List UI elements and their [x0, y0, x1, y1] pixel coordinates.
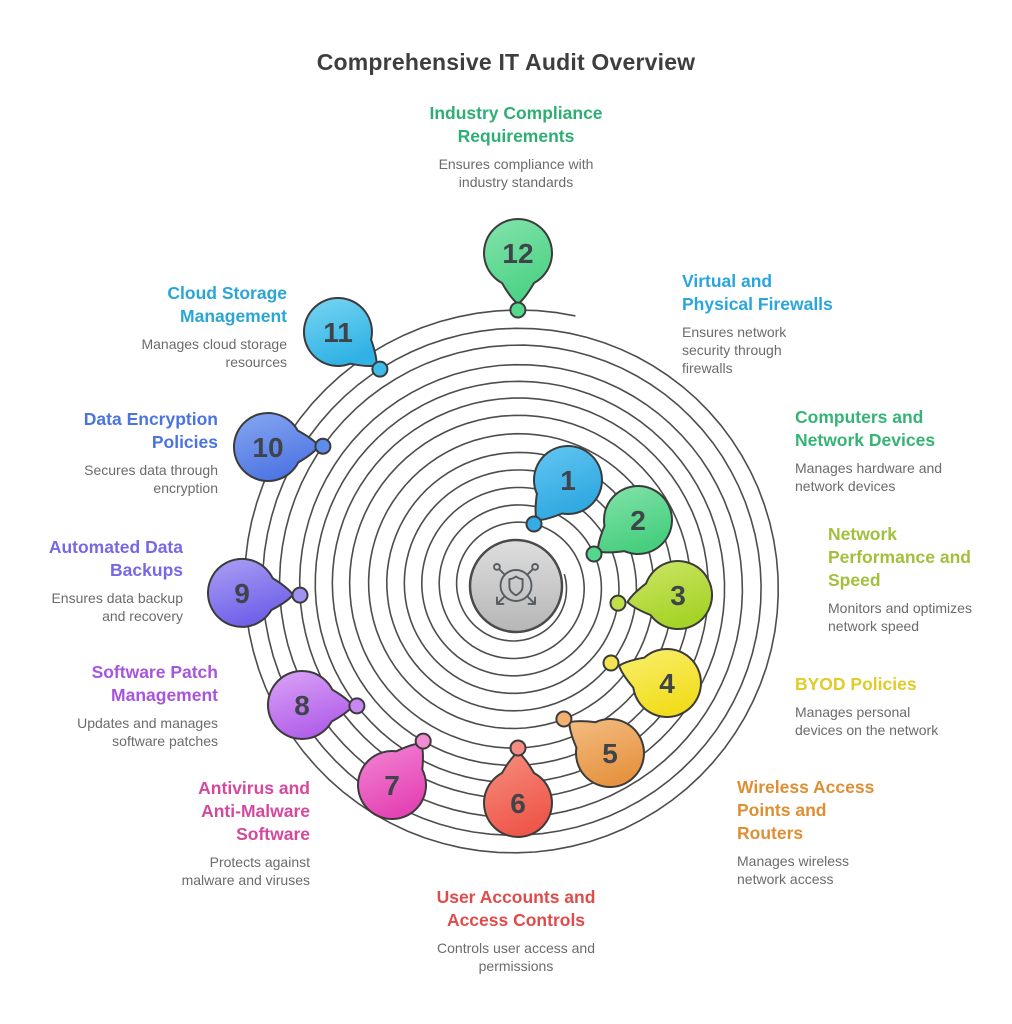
- bubble-number-6: 6: [510, 788, 526, 819]
- bubble-number-3: 3: [670, 580, 686, 611]
- label-title: Virtual and Physical Firewalls: [682, 271, 833, 314]
- network-security-shield-icon: [493, 563, 539, 605]
- dot-9: [291, 586, 309, 604]
- dot-4: [602, 654, 620, 672]
- label-description: Ensures data backup and recovery: [51, 590, 183, 624]
- label-data-encryption-policies: Data Encryption Policies Secures data th…: [13, 408, 218, 497]
- label-title: Network Performance and Speed: [828, 524, 971, 590]
- label-title: Automated Data Backups: [48, 537, 183, 580]
- label-automated-data-backups: Automated Data Backups Ensures data back…: [5, 536, 183, 625]
- label-title: Data Encryption Policies: [83, 409, 218, 452]
- dot-7: [414, 732, 432, 750]
- bubble-3: [626, 560, 714, 631]
- label-byod-policies: BYOD Policies Manages personal devices o…: [795, 673, 1010, 739]
- label-software-patch-management: Software Patch Management Updates and ma…: [13, 661, 218, 750]
- label-description: Manages cloud storage resources: [141, 336, 287, 370]
- label-description: Controls user access and permissions: [437, 940, 595, 974]
- label-title: Antivirus and Anti-Malware Software: [198, 778, 310, 844]
- label-network-performance-and-speed: Network Performance and Speed Monitors a…: [828, 523, 1006, 635]
- label-title: Industry Compliance Requirements: [429, 103, 603, 146]
- label-title: Cloud Storage Management: [167, 283, 287, 326]
- dot-1: [525, 515, 543, 533]
- label-description: Secures data through encryption: [84, 462, 218, 496]
- dot-5: [555, 710, 573, 728]
- label-description: Manages personal devices on the network: [795, 704, 939, 738]
- label-description: Manages hardware and network devices: [795, 460, 943, 494]
- bubble-number-12: 12: [502, 238, 533, 269]
- label-wireless-access-points-and-routers: Wireless Access Points and Routers Manag…: [737, 776, 922, 888]
- label-computers-and-network-devices: Computers and Network Devices Manages ha…: [795, 406, 1000, 495]
- spiral-dots: [291, 301, 627, 757]
- page-title: Comprehensive IT Audit Overview: [316, 49, 696, 75]
- dot-11: [371, 360, 389, 378]
- label-title: Computers and Network Devices: [795, 407, 936, 450]
- label-user-accounts-and-access-controls: User Accounts and Access Controls Contro…: [366, 886, 666, 975]
- bubble-number-2: 2: [630, 505, 646, 536]
- bubble-number-10: 10: [252, 432, 283, 463]
- dot-10: [314, 437, 332, 455]
- label-title: User Accounts and Access Controls: [436, 887, 596, 930]
- bubble-number-9: 9: [234, 578, 250, 609]
- bubble-4: [618, 647, 702, 718]
- dot-2: [585, 545, 603, 563]
- dot-12: [509, 301, 527, 319]
- label-description: Manages wireless network access: [737, 853, 850, 887]
- bubble-number-1: 1: [560, 465, 576, 496]
- label-cloud-storage-management: Cloud Storage Management Manages cloud s…: [72, 282, 287, 371]
- bubble-number-8: 8: [294, 690, 310, 721]
- label-description: Ensures network security through firewal…: [682, 324, 787, 376]
- label-virtual-and-physical-firewalls: Virtual and Physical Firewalls Ensures n…: [682, 270, 892, 377]
- label-description: Protects against malware and viruses: [181, 854, 310, 888]
- bubble-number-4: 4: [659, 668, 675, 699]
- label-title: BYOD Policies: [795, 674, 917, 694]
- label-title: Wireless Access Points and Routers: [737, 777, 875, 843]
- bubble-number-7: 7: [384, 770, 400, 801]
- spiral-path: [243, 309, 780, 854]
- bubble-number-11: 11: [323, 317, 353, 348]
- label-description: Ensures compliance with industry standar…: [438, 156, 594, 190]
- center-hub: [468, 538, 564, 634]
- center-hub-circle: [468, 538, 564, 634]
- dot-8: [348, 697, 366, 715]
- label-title: Software Patch Management: [91, 662, 218, 705]
- dot-6: [509, 739, 527, 757]
- label-antivirus-and-anti-malware-software: Antivirus and Anti-Malware Software Prot…: [80, 777, 310, 889]
- dot-3: [609, 594, 627, 612]
- bubble-number-5: 5: [602, 738, 618, 769]
- spiral-rings: [243, 309, 780, 854]
- label-description: Monitors and optimizes network speed: [828, 600, 972, 634]
- label-description: Updates and manages software patches: [77, 715, 218, 749]
- label-industry-compliance-requirements: Industry Compliance Requirements Ensures…: [366, 102, 666, 191]
